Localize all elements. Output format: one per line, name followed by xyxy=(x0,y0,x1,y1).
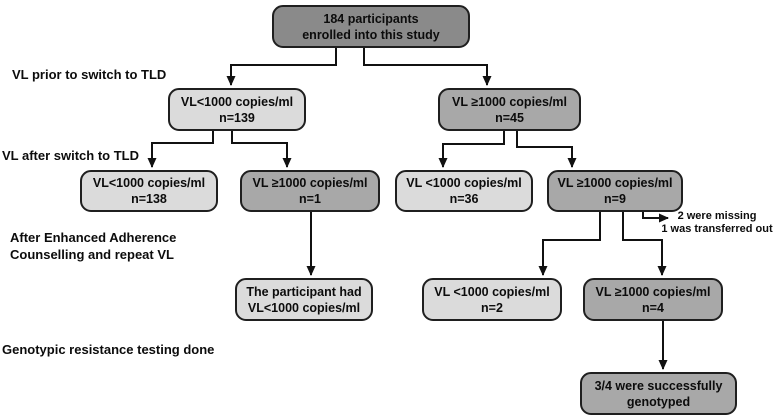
box-after-lt1000-right: VL <1000 copies/ml n=36 xyxy=(395,170,533,212)
arrow-n45-to-n9 xyxy=(516,131,577,168)
arrow-enrolled-to-n139 xyxy=(226,47,337,86)
arrow-n45-to-n36 xyxy=(438,131,505,168)
box-after-lt1000-left: VL<1000 copies/ml n=138 xyxy=(80,170,218,212)
stage-label-vl-after: VL after switch to TLD xyxy=(2,148,139,163)
box-participant-line2: VL<1000 copies/ml xyxy=(247,300,361,315)
box-prior-ge1000: VL ≥1000 copies/ml n=45 xyxy=(438,88,581,131)
box-genotyped-line2: genotyped xyxy=(626,394,691,409)
box-prior-ge1000-line2: n=45 xyxy=(495,110,524,125)
missing-transferred-note: 2 were missing 1 was transferred out xyxy=(656,210,777,235)
box-after-ge1000-right-line2: n=9 xyxy=(604,192,626,206)
box-after-ge1000-left-line1: VL ≥1000 copies/ml xyxy=(252,176,368,190)
box-prior-lt1000: VL<1000 copies/ml n=139 xyxy=(168,88,306,131)
box-eac-ge1000-line2: n=4 xyxy=(642,300,664,315)
stage-label-eac-line1: After Enhanced Adherence xyxy=(10,230,177,245)
box-after-lt1000-left-line2: n=138 xyxy=(131,192,167,206)
stage-label-eac-line2: Counselling and repeat VL xyxy=(10,247,174,262)
box-after-ge1000-left-line2: n=1 xyxy=(299,192,321,206)
box-prior-ge1000-line1: VL ≥1000 copies/ml xyxy=(451,94,568,109)
arrow-n9-to-n2 xyxy=(538,212,601,276)
box-after-ge1000-right-line1: VL ≥1000 copies/ml xyxy=(557,176,673,190)
box-enrolled: 184 participants enrolled into this stud… xyxy=(272,5,470,48)
box-participant-suppressed: The participant had VL<1000 copies/ml xyxy=(235,278,373,321)
stage-label-vl-prior: VL prior to switch to TLD xyxy=(12,67,167,82)
box-prior-lt1000-line2: n=139 xyxy=(219,110,255,125)
box-after-lt1000-left-line1: VL<1000 copies/ml xyxy=(92,176,206,190)
box-eac-lt1000-line1: VL <1000 copies/ml xyxy=(434,284,550,299)
arrow-enrolled-to-n45 xyxy=(363,47,492,86)
box-genotyped-line1: 3/4 were successfully xyxy=(594,378,723,393)
box-after-ge1000-left: VL ≥1000 copies/ml n=1 xyxy=(240,170,380,212)
box-participant-line1: The participant had xyxy=(246,284,362,299)
box-after-lt1000-right-line1: VL <1000 copies/ml xyxy=(406,176,522,190)
stage-label-eac: After Enhanced Adherence Counselling and… xyxy=(10,229,176,263)
stage-label-genotypic: Genotypic resistance testing done xyxy=(2,342,215,357)
box-eac-lt1000: VL <1000 copies/ml n=2 xyxy=(422,278,562,321)
arrow-n139-to-n138 xyxy=(147,131,214,168)
box-after-lt1000-right-line2: n=36 xyxy=(449,192,479,206)
box-prior-lt1000-line1: VL<1000 copies/ml xyxy=(180,94,294,109)
arrow-n139-to-n1 xyxy=(231,131,292,168)
box-eac-lt1000-line2: n=2 xyxy=(481,300,503,315)
missing-note-line1: 2 were missing xyxy=(677,210,757,222)
box-enrolled-line1: 184 participants xyxy=(323,11,419,26)
box-after-ge1000-right: VL ≥1000 copies/ml n=9 xyxy=(547,170,683,212)
missing-note-line2: 1 was transferred out xyxy=(661,222,773,235)
box-eac-ge1000: VL ≥1000 copies/ml n=4 xyxy=(583,278,723,321)
box-genotyped: 3/4 were successfully genotyped xyxy=(580,372,737,415)
box-eac-ge1000-line1: VL ≥1000 copies/ml xyxy=(595,284,711,299)
box-enrolled-line2: enrolled into this study xyxy=(302,27,440,42)
